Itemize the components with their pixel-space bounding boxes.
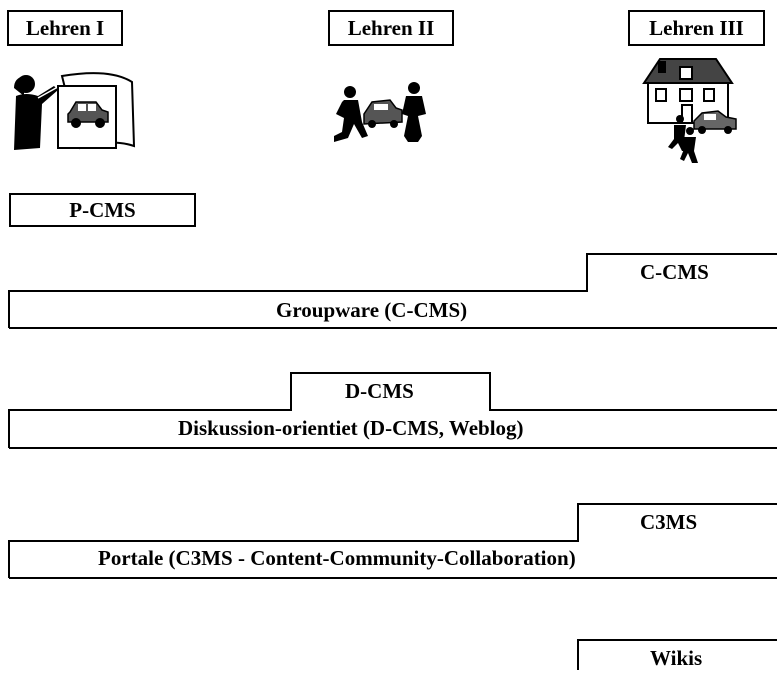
ccms-step-label: C-CMS — [640, 260, 709, 284]
teacher-with-car-chart-icon — [14, 72, 136, 150]
pcms-label: P-CMS — [69, 197, 136, 222]
groupware-label: Groupware (C-CMS) — [276, 298, 468, 322]
people-with-car-icon — [334, 82, 426, 142]
lehren-1-box: Lehren I — [7, 10, 123, 46]
dcms-tab-outline — [8, 372, 777, 448]
lehren-2-label: Lehren II — [347, 15, 435, 40]
lehren-3-box: Lehren III — [628, 10, 765, 46]
diskussion-label: Diskussion-orientiet (D-CMS, Weblog) — [178, 416, 524, 440]
dcms-tab-label: D-CMS — [345, 379, 414, 403]
ccms-step-outline — [8, 253, 777, 328]
c3ms-step-outline — [8, 503, 777, 578]
wikis-box-outline — [577, 639, 777, 670]
house-with-car-and-people-icon — [642, 58, 737, 163]
portale-label: Portale (C3MS - Content-Community-Collab… — [98, 546, 576, 570]
wikis-label: Wikis — [650, 646, 703, 670]
lehren-3-label: Lehren III — [649, 15, 744, 40]
lehren-1-label: Lehren I — [25, 15, 105, 40]
pcms-box: P-CMS — [9, 193, 196, 227]
lehren-2-box: Lehren II — [328, 10, 454, 46]
c3ms-step-label: C3MS — [640, 510, 698, 534]
